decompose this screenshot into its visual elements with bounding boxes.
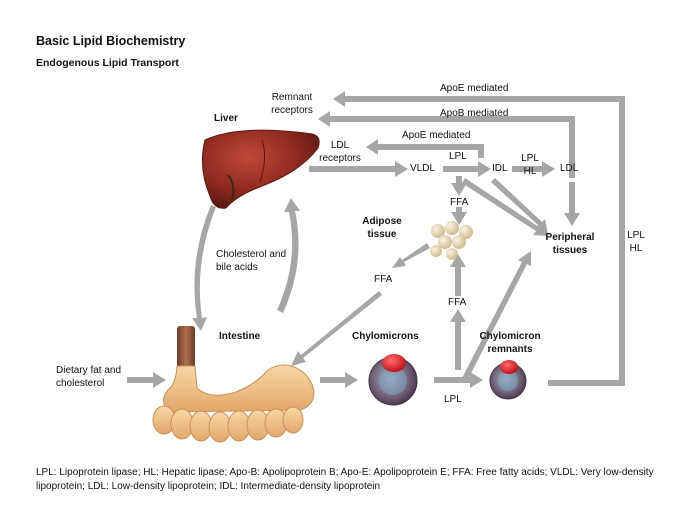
- label-ffa-left: FFA: [374, 274, 393, 285]
- arrow-apob: [318, 111, 575, 178]
- arrow-vldl-idl: [443, 161, 491, 177]
- label-lpl-vldl: LPL: [449, 151, 467, 162]
- page-title: Basic Lipid Biochemistry: [36, 34, 186, 48]
- arrow-chylo-ffa: [450, 309, 466, 370]
- arrow-apoe-idl: [366, 139, 484, 158]
- label-ffa-top: FFA: [450, 197, 469, 208]
- node-chylomicron-remnants: Chylomicron remnants: [479, 331, 541, 355]
- label-apob-mediated: ApoB mediated: [440, 108, 509, 119]
- node-ldl: LDL: [560, 163, 579, 174]
- label-lpl-hl-mid: LPL HL: [521, 153, 539, 177]
- label-apoe-mediated-mid: ApoE mediated: [402, 130, 471, 141]
- label-cholesterol-bile: Cholesterol and bile acids: [216, 249, 287, 273]
- node-dietary-fat-cholesterol: Dietary fat and cholesterol: [56, 365, 122, 389]
- chylomicron-remnant-illustration: [489, 360, 527, 400]
- arrow-liver-intestine: [192, 205, 216, 331]
- arrow-ffa-adipose-bottom: [450, 254, 466, 296]
- label-lpl-bottom: LPL: [444, 394, 462, 405]
- label-apoe-mediated-top: ApoE mediated: [440, 83, 509, 94]
- arrow-intestine-liver: [277, 198, 300, 313]
- node-intestine: Intestine: [219, 331, 261, 342]
- arrow-vldl-ffa: [451, 176, 467, 196]
- arrow-vldl-peripheral: [462, 178, 548, 236]
- adipose-illustration: [430, 221, 473, 260]
- abbreviations-footer: LPL: Lipoprotein lipase; HL: Hepatic lip…: [36, 467, 654, 492]
- arrow-ffa-adipose: [451, 207, 467, 225]
- arrow-chylo-peripheral: [462, 251, 531, 381]
- node-liver: Liver: [214, 113, 238, 124]
- intestine-illustration: [152, 326, 315, 443]
- arrow-dietary-intestine: [127, 372, 166, 388]
- arrow-liver-vldl: [309, 161, 408, 177]
- page-subtitle: Endogenous Lipid Transport: [36, 57, 179, 69]
- arrow-ldl-peripheral: [564, 182, 580, 226]
- label-ffa-bottom: FFA: [448, 297, 467, 308]
- arrow-intestine-chylo: [320, 372, 358, 388]
- node-vldl: VLDL: [410, 163, 436, 174]
- arrow-chylo-remnants: [434, 372, 483, 388]
- arrow-idl-peripheral: [491, 178, 548, 234]
- arrow-ffa-intestine: [291, 291, 382, 366]
- node-remnant-receptors: Remnant receptors: [271, 92, 313, 116]
- arrows: [127, 91, 625, 388]
- liver-illustration: [201, 129, 320, 209]
- node-ldl-receptors: LDL receptors: [319, 140, 361, 164]
- node-chylomicrons: Chylomicrons: [352, 331, 419, 342]
- arrow-adipose-ffa: [392, 243, 430, 268]
- node-idl: IDL: [492, 163, 508, 174]
- node-adipose-tissue: Adipose tissue: [362, 216, 402, 240]
- chylomicron-illustration: [368, 354, 418, 406]
- node-peripheral-tissues: Peripheral tissues: [545, 232, 595, 256]
- arrow-idl-ldl: [512, 161, 555, 177]
- label-lpl-hl-right: LPL HL: [627, 230, 645, 254]
